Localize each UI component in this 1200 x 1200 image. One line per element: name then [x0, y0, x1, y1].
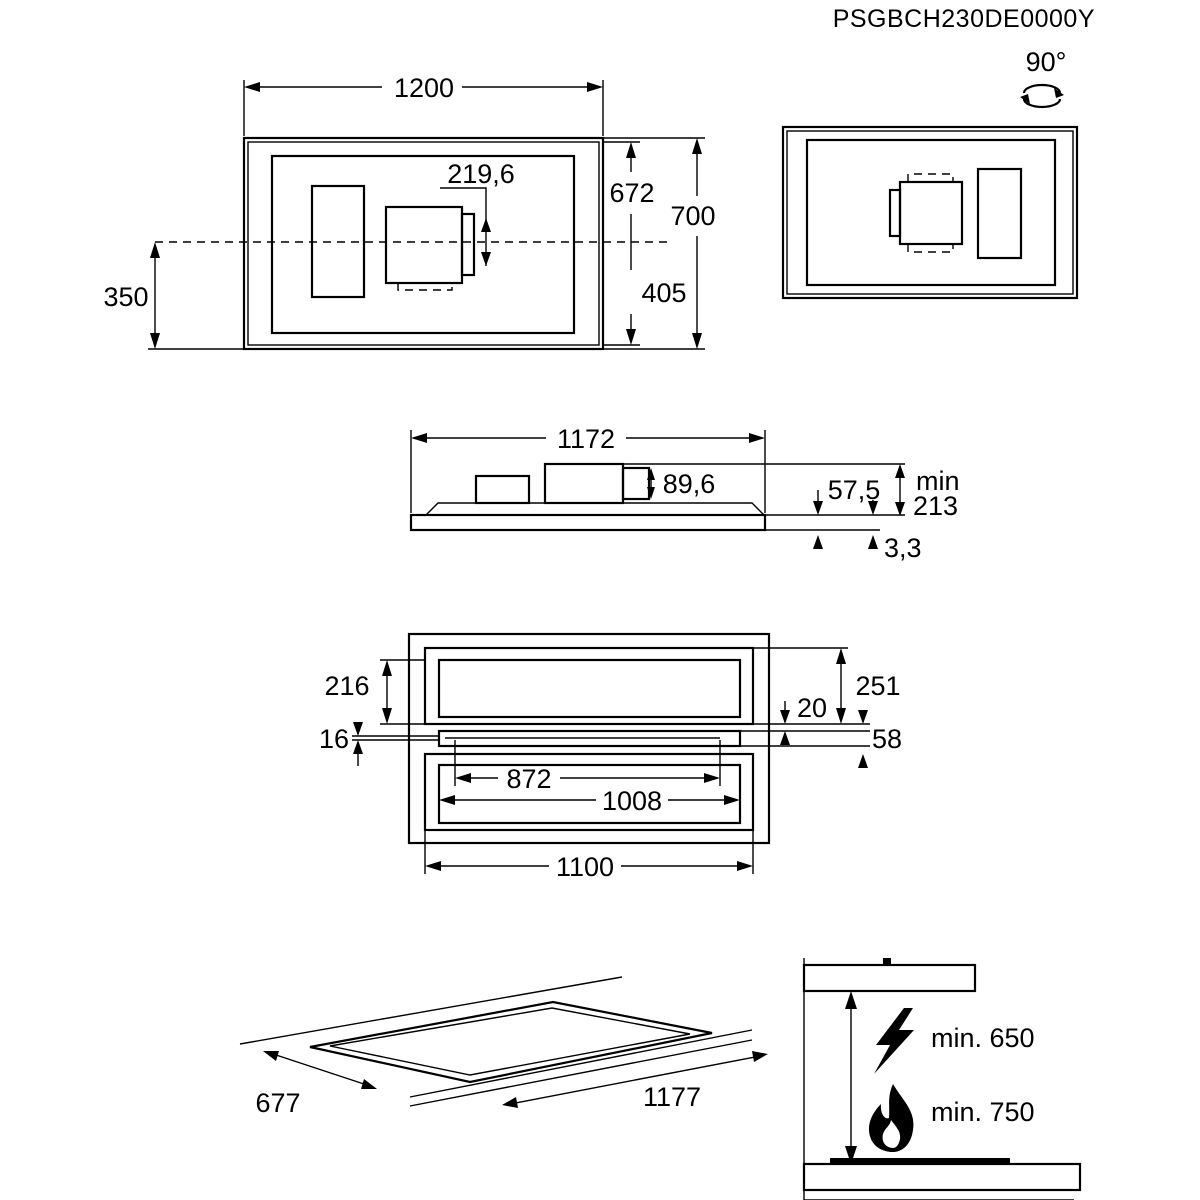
dim-upper-depth: 216 — [324, 671, 369, 701]
dim-lower-offset: 58 — [872, 724, 902, 754]
worktop-front-edge-lower — [409, 1039, 753, 1107]
dim-width-1172: 1172 — [557, 424, 615, 454]
dim-duct-to-edge-405: 405 — [641, 278, 686, 308]
rotated-frame-inner-line — [786, 130, 1074, 295]
dim-width-1200: 1200 — [394, 73, 454, 103]
lightning-icon — [874, 1008, 914, 1074]
motor-hidden-edge — [397, 283, 453, 291]
hood-glass-panel — [270, 154, 576, 335]
dim-min-height: 213 — [913, 491, 958, 521]
dim-center-350: 350 — [103, 282, 148, 312]
upper-inner-frame — [437, 658, 742, 719]
dim-worktop-depth: 677 — [255, 1088, 300, 1118]
rotated-view: 90° — [781, 47, 1079, 300]
rotated-filter-box — [976, 167, 1023, 260]
lower-frame — [423, 752, 755, 832]
dim-inner-width: 872 — [506, 764, 551, 794]
cutout-view: 216 16 251 20 58 872 — [319, 632, 902, 882]
dim-body-height: 57,5 — [828, 475, 881, 505]
hood-outer-frame — [242, 136, 605, 351]
rail-bar — [437, 729, 742, 748]
worktop-view: 677 1177 — [239, 976, 768, 1118]
rotated-hidden-edge-bottom — [907, 244, 954, 253]
upper-frame — [423, 646, 755, 726]
dim-duct-offset: 219,6 — [447, 159, 515, 189]
flame-icon — [869, 1084, 914, 1152]
clearance-view: min. 650 min. 750 — [802, 958, 1082, 1200]
rotated-glass-panel — [805, 138, 1057, 287]
rotate-icon — [1020, 83, 1064, 109]
dim-worktop-width: 1177 — [643, 1082, 701, 1112]
rotated-motor-box — [898, 180, 964, 246]
rotated-hidden-edge-top — [907, 173, 954, 182]
dim-gap: 16 — [319, 724, 349, 754]
lower-inner-frame — [437, 763, 742, 825]
electric-clearance-label: min. 650 — [931, 1023, 1035, 1053]
motor-box — [384, 205, 464, 285]
hood-side — [802, 963, 977, 993]
hood-duct-stub — [883, 958, 891, 965]
worktop-back-edge — [239, 976, 623, 1045]
motor-profile — [543, 462, 625, 505]
glass-plate — [409, 513, 767, 532]
product-code: PSGBCH230DE0000Y — [833, 5, 1095, 33]
dim-depth-672: 672 — [609, 178, 654, 208]
worktop-front-edge — [409, 1029, 753, 1098]
duct-connector — [460, 212, 476, 277]
rotated-outer-frame — [781, 125, 1079, 300]
dim-mid-width: 1008 — [602, 786, 662, 816]
hob-side — [802, 1162, 1082, 1192]
top-view: 1200 219,6 672 405 700 350 — [103, 73, 716, 351]
hood-frame-inner-line — [247, 141, 600, 346]
dim-glass-thickness: 3,3 — [884, 533, 922, 563]
dim-outer-width: 1100 — [556, 852, 614, 882]
rotated-duct-connector — [888, 188, 902, 238]
filter-profile — [474, 474, 531, 505]
dim-rail: 20 — [797, 693, 827, 723]
cutout-outline — [309, 1000, 713, 1084]
hood-body-profile — [425, 502, 765, 516]
duct-profile — [621, 466, 651, 501]
cutout-inner-outline — [329, 1007, 691, 1076]
dim-depth-700: 700 — [670, 201, 715, 231]
hob-glass-top — [830, 1158, 1010, 1164]
dim-duct-height: 89,6 — [663, 469, 716, 499]
flame-inner-icon — [882, 1120, 901, 1148]
side-view: 1172 89,6 57,5 min 213 3,3 — [409, 424, 960, 563]
gas-clearance-label: min. 750 — [931, 1097, 1035, 1127]
cutout-outer-frame — [407, 632, 771, 845]
dim-min-label: min — [916, 466, 960, 496]
dim-upper-outer: 251 — [855, 671, 900, 701]
rotation-label: 90° — [1026, 47, 1067, 77]
